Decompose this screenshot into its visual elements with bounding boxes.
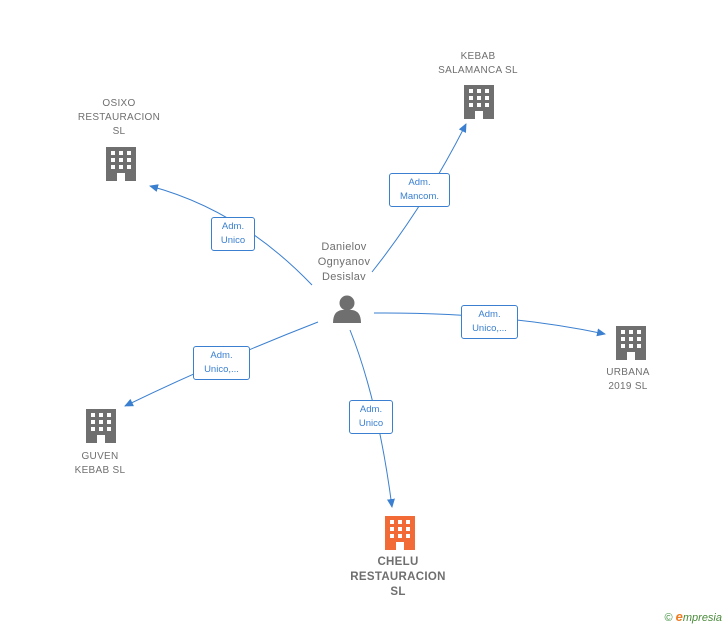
building-icon-osixo[interactable] — [106, 147, 136, 181]
person-icon[interactable] — [333, 295, 361, 324]
company-label-line: KEBAB — [460, 51, 496, 62]
company-label-line: SL — [390, 586, 406, 598]
company-label-line: GUVEN — [81, 451, 119, 462]
company-label-line: OSIXO — [102, 98, 136, 109]
person-name-line: Danielov — [321, 241, 367, 253]
company-label-line: CHELU — [377, 556, 419, 568]
building-icon-guven[interactable] — [86, 409, 116, 443]
company-label-line: RESTAURACION — [77, 112, 161, 123]
company-label-chelu[interactable]: CHELU RESTAURACION SL — [328, 555, 468, 600]
company-label-line: SALAMANCA SL — [438, 65, 518, 76]
relation-badge-line: Unico,... — [204, 364, 239, 375]
company-label-guven[interactable]: GUVEN KEBAB SL — [30, 450, 170, 478]
person-name[interactable]: Danielov Ognyanov Desislav — [274, 240, 414, 285]
building-icon-chelu[interactable] — [385, 516, 415, 550]
relation-badge-line: Adm. — [210, 350, 233, 361]
relation-badge-chelu[interactable]: Adm. Unico — [349, 400, 393, 434]
brand-name: mpresia — [682, 612, 722, 624]
relation-badge-line: Unico,... — [472, 323, 507, 334]
relation-badge-line: Unico — [358, 418, 384, 429]
person-name-line: Ognyanov — [317, 256, 371, 268]
company-label-osixo[interactable]: OSIXO RESTAURACION SL — [49, 97, 189, 139]
company-label-kebab-salamanca[interactable]: KEBAB SALAMANCA SL — [408, 50, 548, 78]
copyright-symbol: © — [664, 612, 673, 624]
relation-badge-line: Adm. — [221, 221, 245, 232]
relation-badge-line: Unico — [220, 235, 246, 246]
brand-watermark[interactable]: ©empresia — [665, 609, 722, 624]
relation-badge-kebab-salamanca[interactable]: Adm. Mancom. — [389, 173, 450, 207]
relation-badge-line: Adm. — [408, 177, 431, 188]
person-name-line: Desislav — [322, 271, 366, 283]
relation-badge-osixo[interactable]: Adm. Unico — [211, 217, 255, 251]
relation-badge-urbana[interactable]: Adm. Unico,... — [461, 305, 518, 339]
relation-badge-line: Mancom. — [399, 191, 440, 202]
relation-badge-line: Adm. — [478, 309, 501, 320]
brand-initial: e — [675, 609, 683, 624]
company-label-urbana[interactable]: URBANA 2019 SL — [558, 366, 698, 394]
company-label-line: URBANA — [606, 367, 650, 378]
company-label-line: 2019 SL — [608, 381, 648, 392]
company-label-line: RESTAURACION — [350, 571, 446, 583]
company-label-line: KEBAB SL — [74, 465, 126, 476]
relation-badge-line: Adm. — [359, 404, 383, 415]
building-icon-urbana[interactable] — [616, 326, 646, 360]
building-icon-kebab-salamanca[interactable] — [464, 85, 494, 119]
company-label-line: SL — [112, 126, 126, 137]
relation-badge-guven[interactable]: Adm. Unico,... — [193, 346, 250, 380]
